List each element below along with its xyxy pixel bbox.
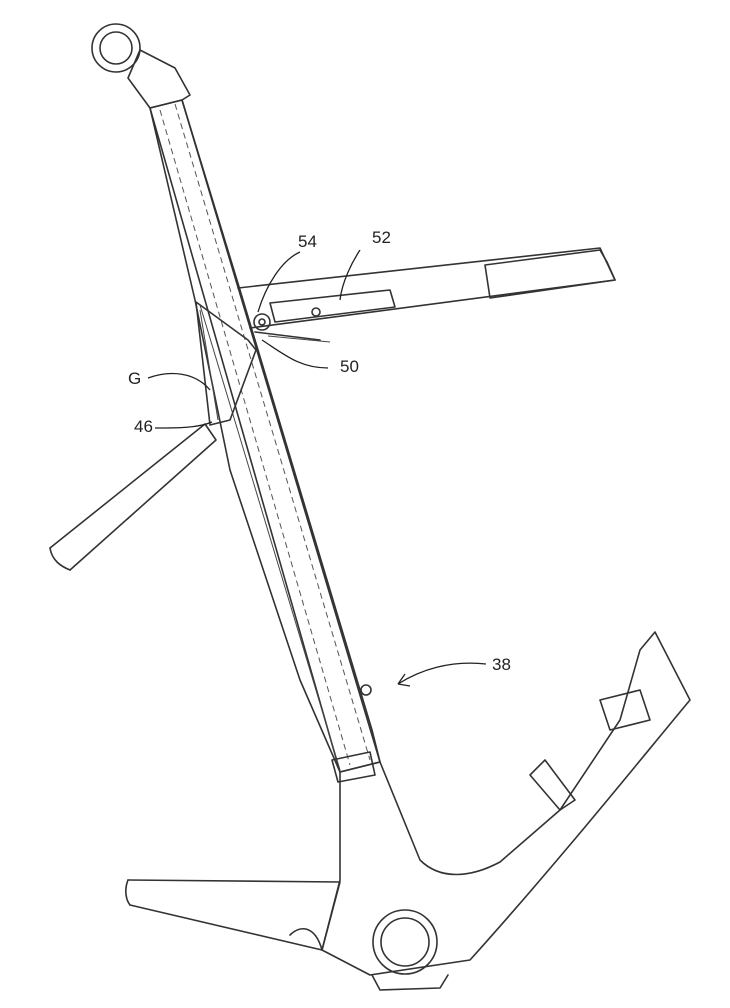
ref-label-54: 54	[298, 232, 317, 251]
ref-label-G: G	[128, 369, 141, 388]
seat-tube	[149, 99, 381, 773]
ref-label-50: 50	[340, 357, 359, 376]
ref-label-46: 46	[134, 417, 153, 436]
seat-lug	[91, 23, 191, 109]
chainstay-left	[125, 879, 341, 951]
top-tube	[237, 247, 616, 343]
ref-label-38: 38	[492, 655, 511, 674]
leader-lines	[147, 249, 487, 687]
ref-label-52: 52	[372, 228, 391, 247]
wedge-region	[195, 301, 257, 426]
insert-block	[331, 684, 376, 783]
bottom-bracket-chainstay	[321, 631, 691, 991]
down-tube-stub	[49, 423, 217, 571]
